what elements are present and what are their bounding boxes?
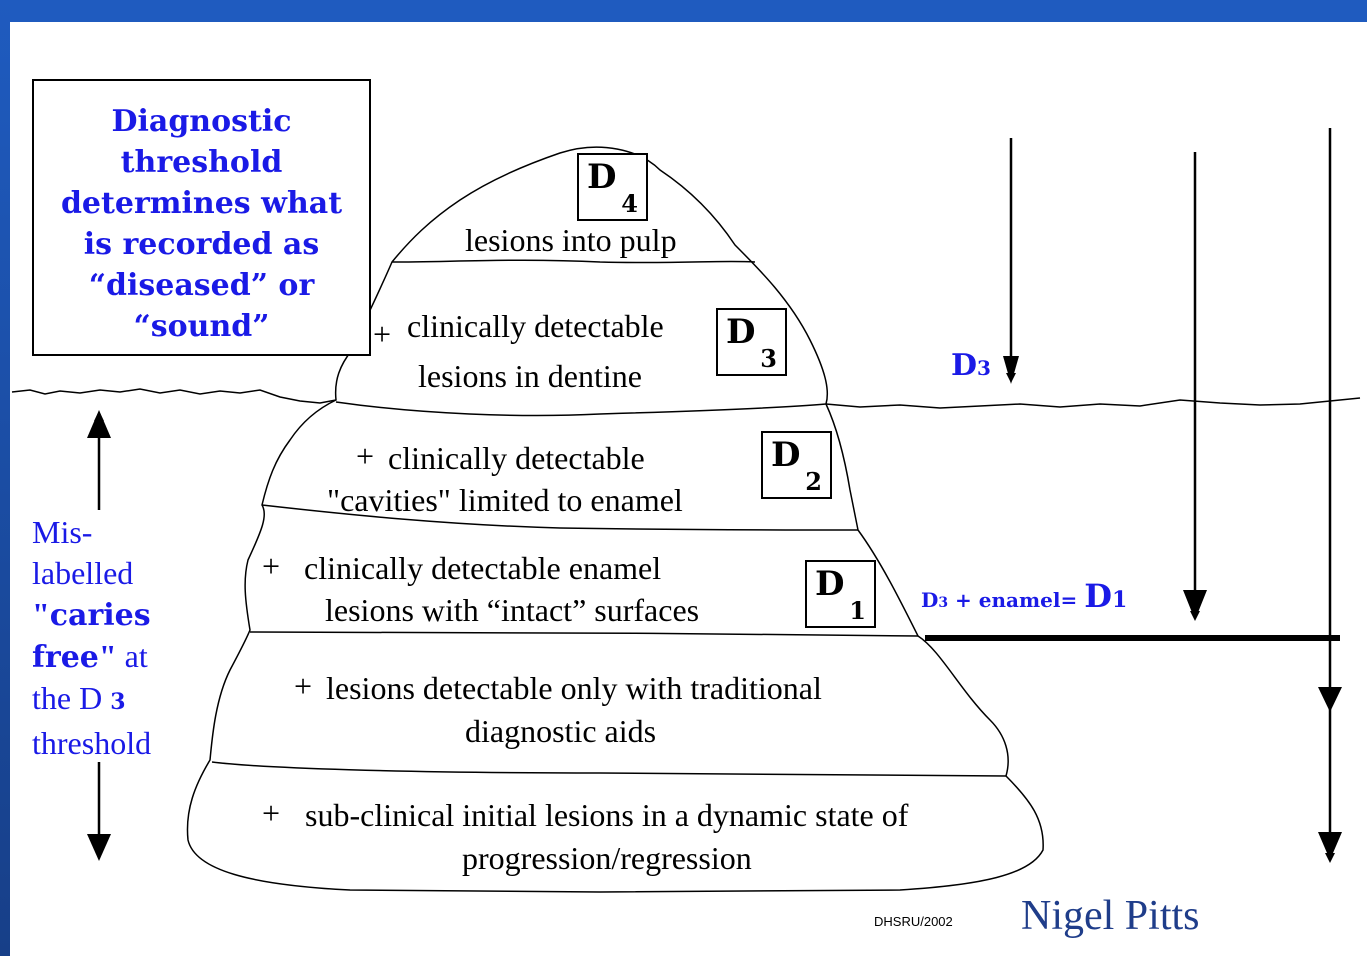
arrow-down-left-head — [87, 834, 111, 861]
side-line-6: threshold — [32, 725, 152, 761]
d1-right-label: D3 + enamel= D1 — [921, 577, 1127, 615]
d3-right-label: D3 — [951, 348, 991, 383]
side-at: at — [116, 638, 148, 674]
side-d-sub: 3 — [110, 689, 126, 715]
iceberg-outline — [186, 146, 1044, 893]
d2-label: D 2 — [761, 431, 832, 499]
d1-right-prefix-text: + enamel= — [948, 588, 1085, 612]
level-subclinical-line1: sub-clinical initial lesions in a dynami… — [305, 797, 909, 833]
threshold-box-text: Diagnostic threshold determines what is … — [60, 104, 343, 344]
d2-sub: 2 — [805, 467, 822, 496]
d3-right-code: D — [951, 348, 978, 383]
side-line-4: free" at — [32, 636, 151, 678]
layer-line-aids — [211, 761, 1007, 777]
d4-label: D 4 — [577, 153, 648, 221]
level-d3-line2: lesions in dentine — [418, 358, 642, 394]
arrow-up-left-head — [87, 410, 111, 438]
d1-code: D — [815, 564, 845, 604]
plus-subclinical: + — [262, 795, 281, 831]
d1-label: D 1 — [805, 560, 876, 628]
side-free: free — [32, 640, 99, 675]
d3-label: D 3 — [716, 308, 787, 376]
d1-right-d: D — [1084, 577, 1112, 615]
layer-line-d2 — [261, 504, 859, 531]
level-aids-line2: diagnostic aids — [465, 713, 657, 749]
arrow-total-mid-head — [1318, 687, 1342, 712]
plus-d2: + — [356, 438, 375, 474]
level-d3-line1: clinically detectable — [407, 308, 664, 344]
d3-code: D — [726, 312, 756, 352]
d4-sub: 4 — [621, 189, 638, 218]
level-subclinical-line2: progression/regression — [462, 840, 752, 876]
side-the-d: the D — [32, 680, 103, 716]
d2-code: D — [771, 435, 801, 475]
footer-code: DHSRU/2002 — [874, 914, 953, 929]
footer-author: Nigel Pitts — [1021, 893, 1200, 939]
plus-d1: + — [262, 548, 281, 584]
d3-right-sub: 3 — [977, 356, 991, 380]
d3-sub: 3 — [760, 344, 777, 373]
arrow-d1-head — [1183, 590, 1207, 620]
side-quote-close: " — [98, 638, 117, 674]
layer-line-d4 — [391, 259, 756, 264]
plus-aids: + — [294, 668, 313, 704]
level-d1-line2: lesions with “intact” surfaces — [325, 592, 700, 628]
d1-right-sub: 1 — [1111, 587, 1128, 613]
side-line-5: the D 3 — [32, 678, 151, 723]
waterline-right — [825, 397, 1361, 409]
slide-left-border — [0, 0, 10, 956]
plus-d3: + — [373, 316, 392, 352]
level-aids-line1: lesions detectable only with traditional — [326, 670, 822, 706]
side-line-2: labelled — [32, 555, 134, 591]
side-quote-open: " — [32, 596, 50, 632]
layer-line-d3 — [335, 401, 827, 417]
layer-line-d1 — [249, 631, 919, 637]
d1-sub: 1 — [849, 596, 866, 625]
side-caries: caries — [49, 598, 151, 633]
d4-code: D — [587, 157, 617, 197]
d1-right-prefix-d: D — [921, 588, 939, 612]
arrow-d3-head — [1003, 356, 1019, 384]
level-d2-line2: "cavities" limited to enamel — [327, 482, 683, 518]
d1-right-prefix-sub: 3 — [938, 595, 949, 611]
waterline-left — [11, 388, 337, 404]
side-line-3: "caries — [32, 594, 151, 636]
arrow-total-head — [1318, 832, 1342, 860]
threshold-box: Diagnostic threshold determines what is … — [32, 79, 371, 356]
side-line-1: Mis- — [32, 514, 93, 550]
mislabelled-caries-free-label: Mis- labelled "caries free" at the D 3 t… — [32, 512, 151, 764]
level-d4-line1: lesions into pulp — [465, 222, 677, 258]
level-d1-line1: clinically detectable enamel — [304, 550, 662, 586]
level-d2-line1: clinically detectable — [388, 440, 645, 476]
slide-top-border — [0, 0, 1367, 22]
